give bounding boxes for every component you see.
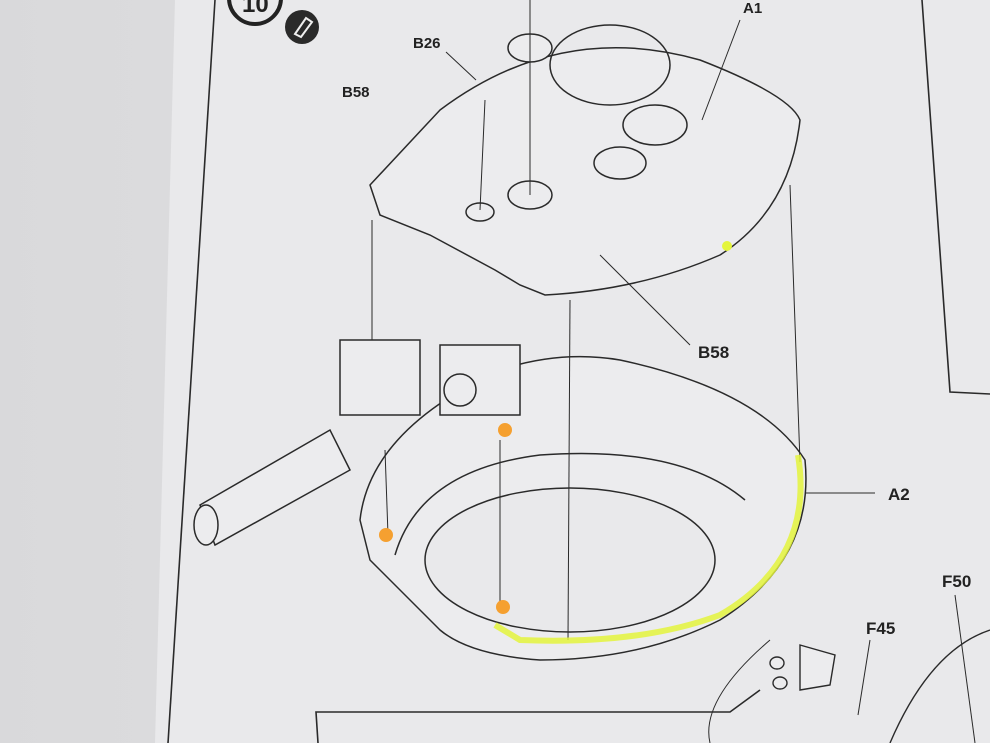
orange-locator-2 — [496, 600, 510, 614]
step-number-badge: 10 — [227, 0, 283, 26]
turret-ring-a2 — [359, 355, 807, 661]
page-border-right-box — [921, 0, 990, 395]
part-label-b58-top: B58 — [342, 84, 370, 101]
inset-box — [315, 689, 761, 743]
glue-highlight-a2-rim — [493, 454, 804, 644]
part-label-f50: F50 — [942, 572, 972, 591]
part-f45 — [769, 629, 990, 743]
page-border-left — [167, 0, 216, 743]
part-label-f45: F45 — [866, 619, 896, 638]
orange-locator-1 — [379, 528, 393, 542]
orange-locator-3 — [498, 423, 512, 437]
part-label-b26: B26 — [413, 35, 441, 52]
part-label-a2: A2 — [888, 485, 910, 504]
glue-highlight-a1-dot — [722, 241, 732, 251]
step-number: 10 — [242, 0, 269, 18]
main-gun-assembly — [193, 339, 521, 547]
glue-icon — [285, 10, 319, 44]
part-label-b58-bottom: B58 — [698, 343, 730, 362]
part-label-a1: A1 — [743, 0, 763, 17]
